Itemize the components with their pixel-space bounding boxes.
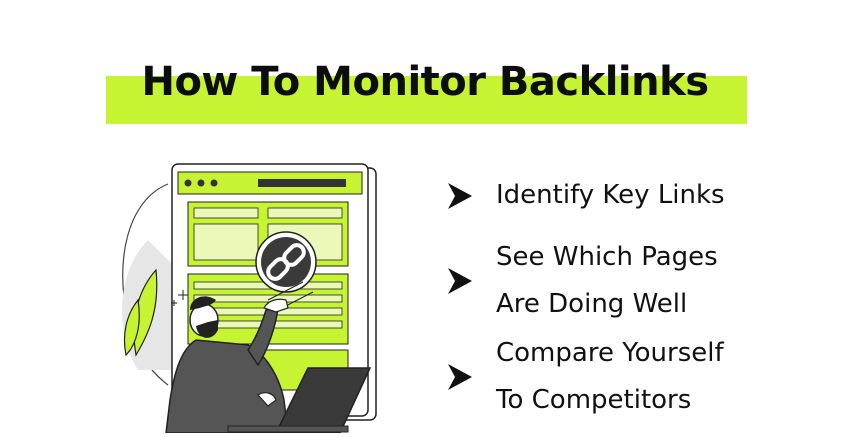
list-item: Compare Yourself To Competitors	[446, 330, 724, 424]
leaf-shape	[133, 268, 158, 357]
person-beard	[196, 320, 218, 338]
list-item: Identify Key Links	[446, 172, 725, 219]
arrow-right-icon	[448, 268, 472, 294]
laptop-base	[227, 425, 349, 433]
backlinks-illustration	[108, 150, 398, 434]
person-hand	[263, 298, 289, 313]
page-title: How To Monitor Backlinks	[141, 59, 709, 105]
bullet-text: Compare Yourself To Competitors	[496, 338, 724, 415]
list-item: See Which Pages Are Doing Well	[446, 234, 718, 328]
sparkle-icon	[171, 290, 188, 306]
illustration-svg	[121, 163, 377, 434]
person-hand	[257, 392, 277, 407]
window-dot-icon	[210, 179, 218, 187]
bullet-text: Identify Key Links	[496, 180, 725, 210]
window-dot-icon	[197, 179, 205, 187]
address-bar	[258, 179, 346, 187]
arrow-right-icon	[448, 364, 472, 390]
person-hair	[190, 296, 216, 310]
leaf-shape	[123, 298, 140, 357]
arrow-right-icon	[448, 182, 472, 209]
window-dot-icon	[184, 179, 192, 187]
bullet-text: See Which Pages Are Doing Well	[496, 242, 718, 319]
title-highlight	[106, 76, 747, 124]
